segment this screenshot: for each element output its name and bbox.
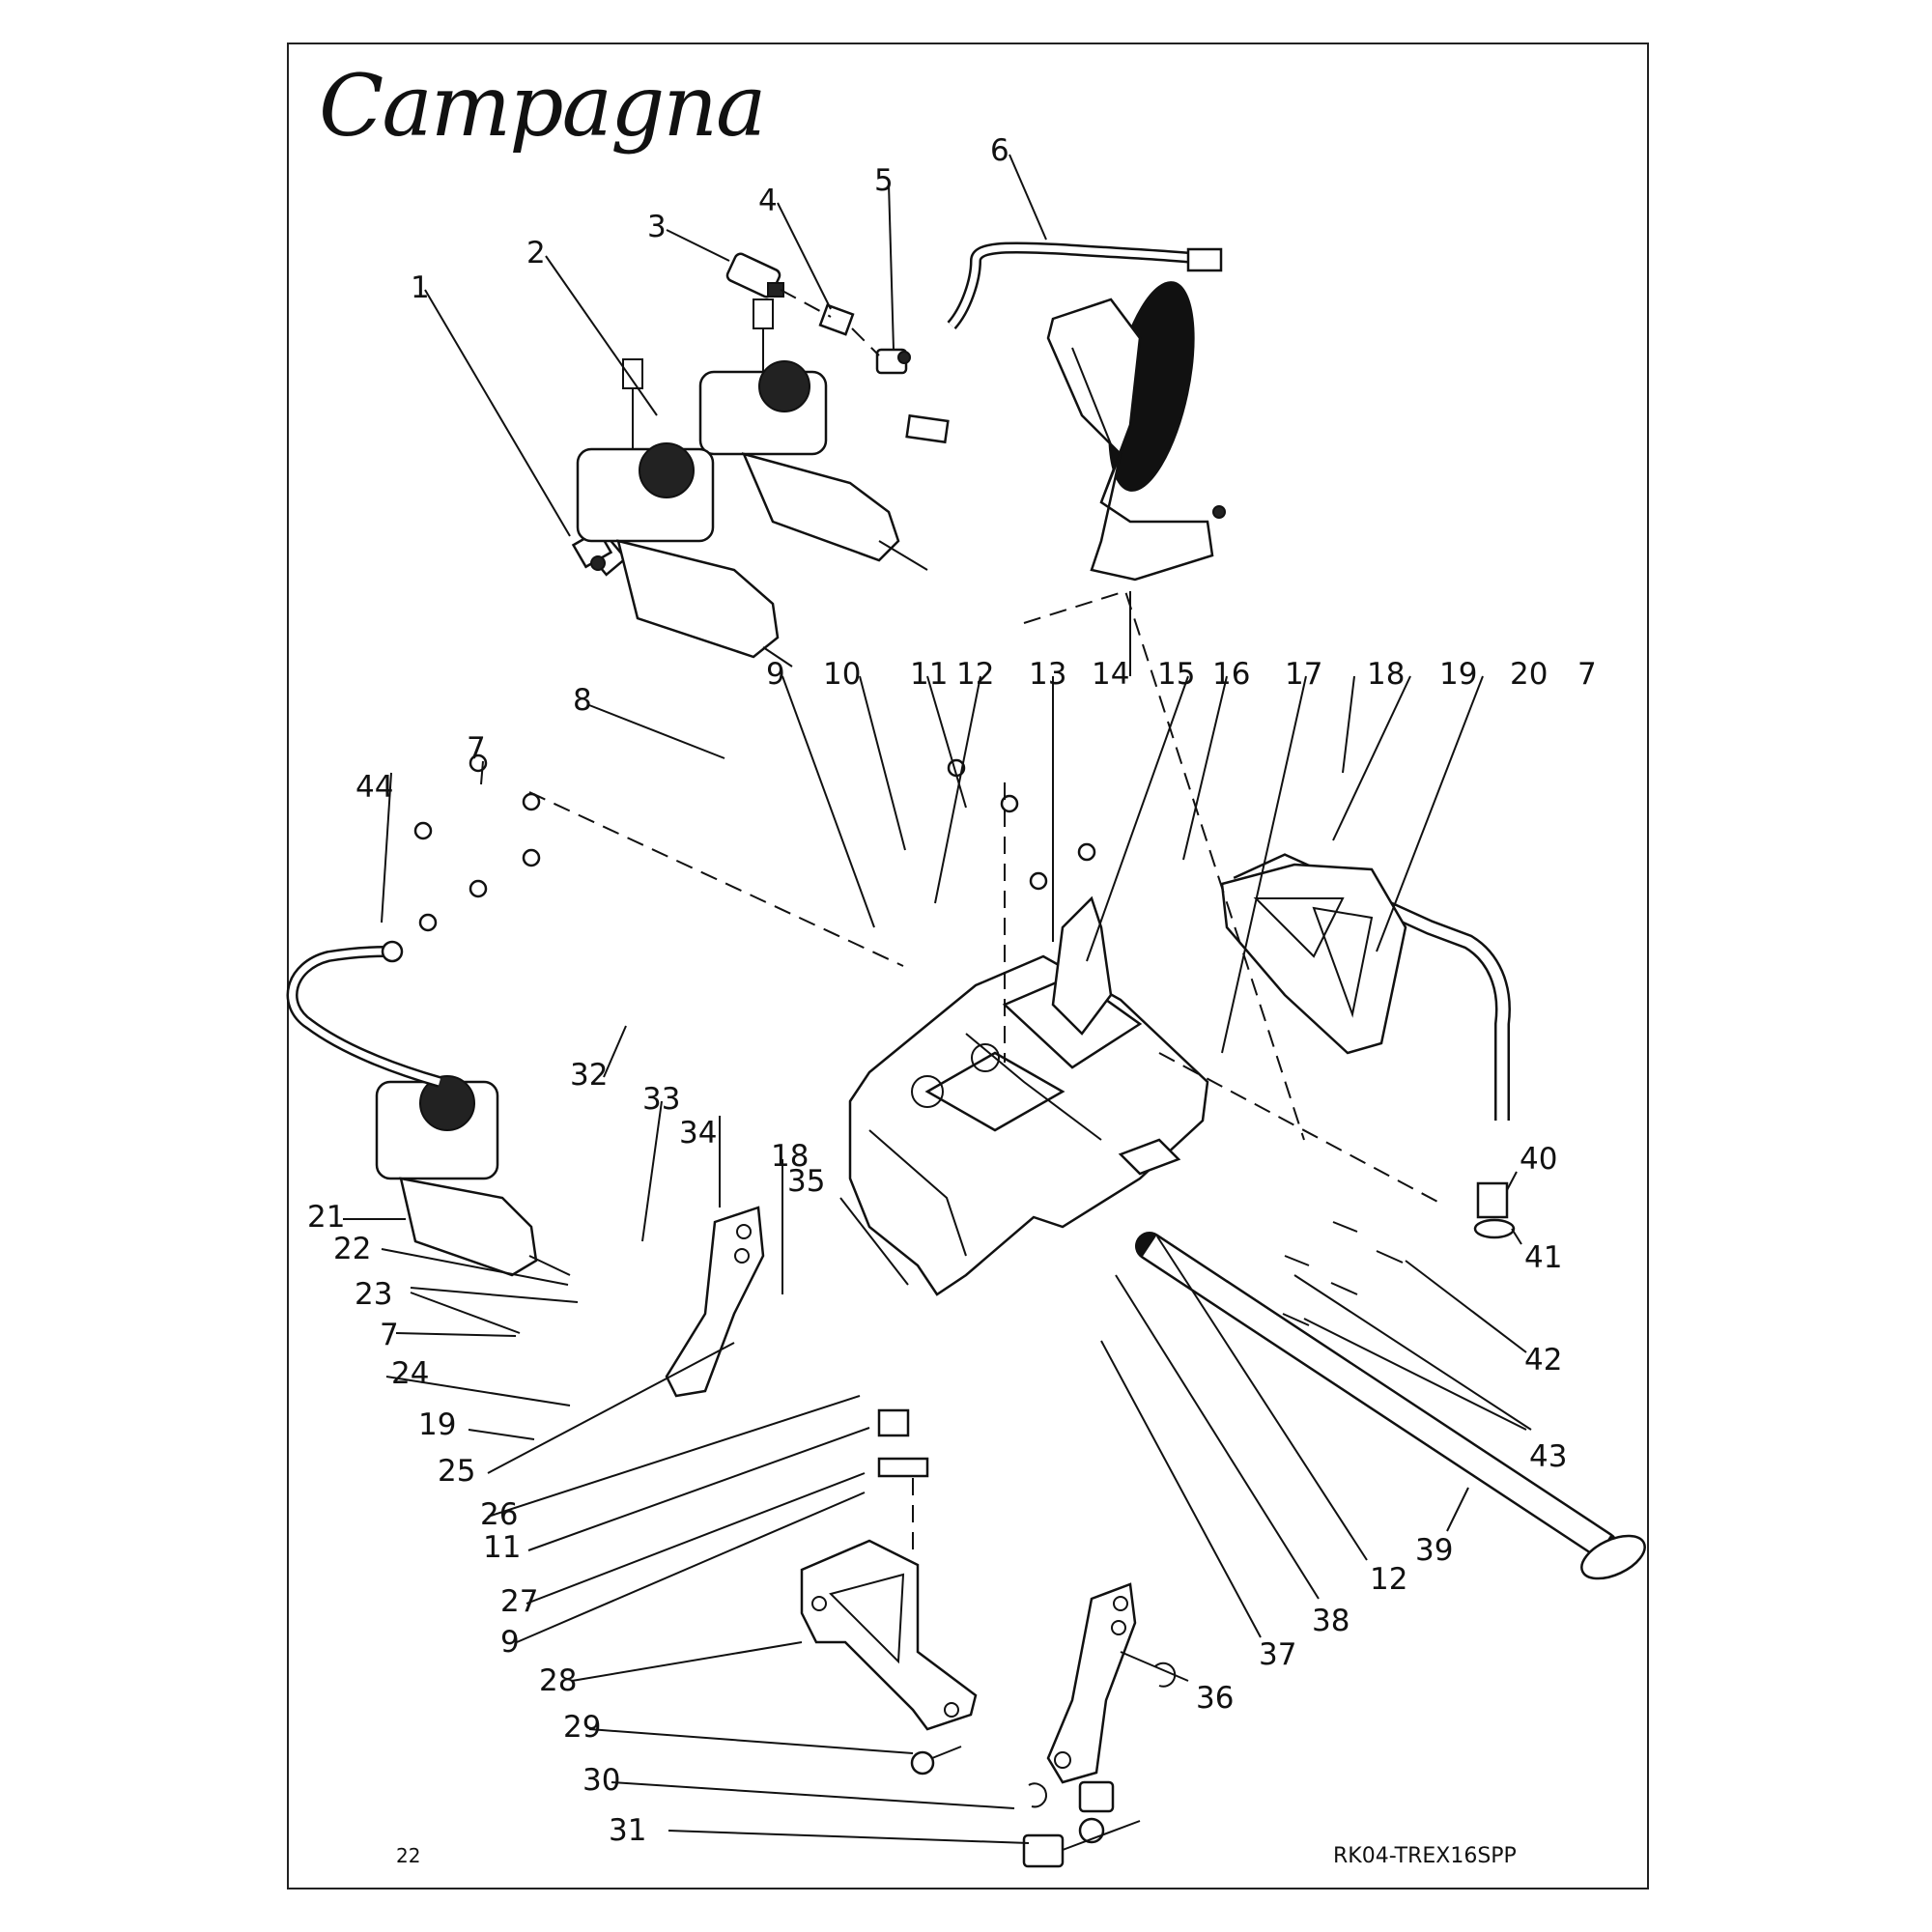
pedal-arm-36 <box>1046 1582 1137 1784</box>
brake-light-switch-11 <box>877 1408 929 1555</box>
master-cylinder-21 <box>375 1075 571 1277</box>
retaining-clip-30 <box>1028 1782 1048 1808</box>
callout-12: 13 <box>1029 657 1066 692</box>
callout-19a: 20 <box>1510 657 1548 692</box>
callout-35: 35 <box>787 1164 825 1199</box>
pedal-box-frame <box>848 895 1209 1296</box>
page-number: 22 <box>396 1844 420 1867</box>
mounting-bracket-28 <box>800 1539 978 1731</box>
retaining-clip-36 <box>1154 1662 1177 1688</box>
page-border <box>287 43 1649 1889</box>
master-cylinder-8 <box>698 298 928 571</box>
callout-34: 34 <box>679 1116 717 1151</box>
callout-36: 36 <box>1196 1681 1234 1716</box>
tee-fitting-5 <box>875 348 911 375</box>
callout-5: 5 <box>874 163 894 198</box>
callout-7b: 11 <box>910 657 948 692</box>
callout-32: 32 <box>570 1058 608 1093</box>
brake-hose-44 <box>286 940 441 1088</box>
callout-18a: 19 <box>1439 657 1477 692</box>
brake-hose-upper-right <box>947 242 1223 329</box>
callout-9: 9 <box>766 657 785 692</box>
callout-26: 26 <box>480 1497 518 1532</box>
callout-41: 41 <box>1524 1240 1562 1275</box>
adapter-fitting-4 <box>818 303 855 336</box>
svg-text:Campagna: Campagna <box>319 56 765 156</box>
callout-37: 37 <box>1259 1637 1296 1672</box>
callout-31: 31 <box>609 1813 646 1848</box>
pivot-clevis-31 <box>1022 1780 1141 1868</box>
callout-13: 14 <box>1092 657 1129 692</box>
callout-1: 1 <box>411 270 430 305</box>
callout-16: 17 <box>1285 657 1322 692</box>
callout-3: 3 <box>647 210 667 244</box>
callout-24: 24 <box>391 1356 429 1391</box>
callout-10: 10 <box>823 657 861 692</box>
throttle-pedal-13 <box>1046 281 1226 582</box>
callout-17: 18 <box>1367 657 1405 692</box>
callout-44: 44 <box>355 770 393 805</box>
campagna-logo: Campagna <box>319 56 767 156</box>
callout-18b: 18 <box>771 1139 809 1174</box>
callout-8: 8 <box>573 683 592 718</box>
callout-29: 29 <box>563 1710 601 1745</box>
callout-11: 12 <box>956 657 994 692</box>
callout-labels: 1 2 3 4 5 6 7 8 9 10 11 12 13 14 15 16 1… <box>307 133 1597 1848</box>
callout-9b: 9 <box>500 1625 520 1660</box>
callout-33: 33 <box>642 1082 680 1117</box>
callout-6: 6 <box>990 133 1009 168</box>
callout-25: 25 <box>438 1454 475 1489</box>
brace-bar-20 <box>1220 853 1511 1121</box>
callout-7c: 7 <box>380 1318 399 1352</box>
callout-2: 2 <box>526 236 546 270</box>
leader-lines <box>343 154 1532 1844</box>
callout-39: 39 <box>1415 1533 1453 1568</box>
callout-15: 16 <box>1212 657 1250 692</box>
callout-11b: 11 <box>483 1530 521 1565</box>
adjusting-foot-40-41 <box>1473 1181 1516 1239</box>
callout-7a: 7 <box>467 731 486 766</box>
callout-38: 38 <box>1312 1604 1350 1638</box>
bolt-group-42-43 <box>1282 1221 1404 1326</box>
pressure-switch-3 <box>725 252 784 298</box>
callout-21: 21 <box>307 1200 345 1235</box>
pedal-arm-34 <box>665 1206 765 1398</box>
callout-20: 7 <box>1577 657 1597 692</box>
callout-27: 27 <box>500 1584 538 1619</box>
callout-22: 22 <box>333 1232 371 1266</box>
nut-group <box>413 753 1096 932</box>
callout-19b: 19 <box>418 1407 456 1442</box>
callout-43: 43 <box>1529 1439 1567 1474</box>
callout-42: 42 <box>1524 1343 1562 1378</box>
callout-30: 30 <box>582 1763 620 1798</box>
pedal-shaft-39 <box>1135 1232 1646 1580</box>
callout-40: 40 <box>1520 1142 1557 1177</box>
callout-4: 4 <box>758 184 778 218</box>
callout-23: 23 <box>355 1277 392 1312</box>
pivot-bolt-29 <box>910 1746 962 1776</box>
callout-28: 28 <box>539 1663 577 1698</box>
callout-12b: 12 <box>1370 1562 1407 1597</box>
master-cylinder-32 <box>576 358 793 668</box>
document-code: RK04-TREX16SPP <box>1333 1844 1517 1868</box>
callout-14: 15 <box>1157 657 1195 692</box>
